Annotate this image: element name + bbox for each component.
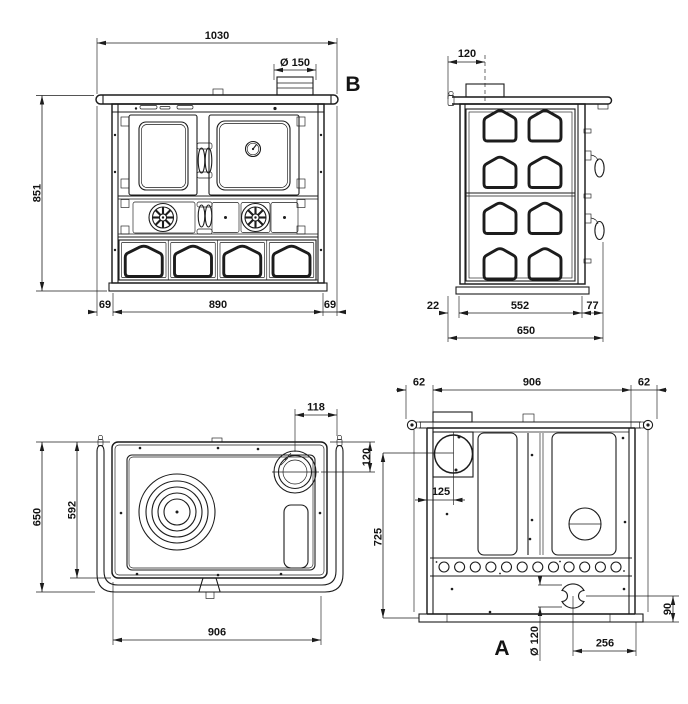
- dim-side-flue-offset: 120: [458, 48, 476, 60]
- dim-side-front-margin: 77: [586, 300, 598, 312]
- dim-rear-outlet-diameter: Ø 120: [529, 626, 541, 656]
- front-body: [111, 103, 325, 284]
- hotplate-rings: [138, 473, 216, 551]
- front-worktop: [95, 88, 339, 105]
- side-base: [455, 286, 590, 295]
- dim-side-rear-margin: 22: [427, 300, 439, 312]
- side-worktop: [447, 90, 613, 110]
- control-band: [118, 195, 318, 238]
- dim-rear-body-width: 906: [523, 377, 541, 389]
- side-handles: [583, 128, 605, 264]
- vent-hole-band: [430, 557, 632, 577]
- front-flue-collar: [276, 76, 314, 96]
- dim-rear-outlet-from-right: 256: [596, 638, 614, 650]
- dim-front-total-width: 1030: [205, 30, 229, 42]
- top-flue-opening: [272, 450, 319, 494]
- dim-side-body-depth: 552: [511, 300, 529, 312]
- dim-front-right-margin: 69: [324, 299, 336, 311]
- dim-rear-flue-from-left: 125: [432, 486, 450, 498]
- front-view: 1030 Ø 150 B: [32, 30, 361, 316]
- top-handrails: [96, 434, 344, 599]
- rear-view-label: A: [494, 637, 509, 660]
- rear-body: [413, 427, 649, 615]
- door-handles: [196, 142, 213, 235]
- dim-front-flue-diameter: Ø 150: [280, 57, 310, 69]
- dim-rear-left-margin: 62: [413, 377, 425, 389]
- side-view: 120: [427, 48, 613, 342]
- top-body: [111, 437, 328, 579]
- dim-front-body-width: 890: [209, 299, 227, 311]
- dim-rear-outlet-height: 90: [662, 603, 674, 615]
- oven-thermometer-icon: [244, 140, 262, 158]
- dim-rear-right-margin: 62: [638, 377, 650, 389]
- rear-flue-hole: [383, 431, 474, 505]
- drawer-band: [108, 239, 328, 292]
- dim-side-total-depth: 650: [517, 325, 535, 337]
- air-outlet-hole: [561, 583, 585, 609]
- air-control-wheel-left: [147, 202, 179, 233]
- dim-top-plate-depth: 592: [67, 501, 79, 519]
- top-vent-slot: [283, 504, 309, 569]
- rear-panels: [445, 432, 627, 556]
- dim-rear-flue-height: 725: [373, 528, 385, 546]
- dim-top-body-width: 906: [208, 627, 226, 639]
- front-view-label: B: [345, 73, 360, 96]
- dim-top-total-depth: 650: [32, 508, 44, 526]
- dim-top-flue-from-rear: 120: [361, 448, 373, 466]
- firebox-door: [128, 114, 198, 196]
- side-body: [459, 103, 586, 285]
- dim-top-flue-from-right: 118: [307, 402, 325, 414]
- top-view: 118 120: [32, 402, 375, 645]
- air-control-wheel-right: [240, 202, 271, 233]
- dim-front-height: 851: [32, 184, 44, 202]
- oven-door: [208, 114, 300, 196]
- rear-view: 62 906 62: [373, 377, 679, 661]
- door-hinges: [120, 116, 306, 235]
- dim-front-left-margin: 69: [99, 299, 111, 311]
- rear-bottom-panel: [418, 583, 644, 623]
- rear-handrail: [406, 411, 654, 431]
